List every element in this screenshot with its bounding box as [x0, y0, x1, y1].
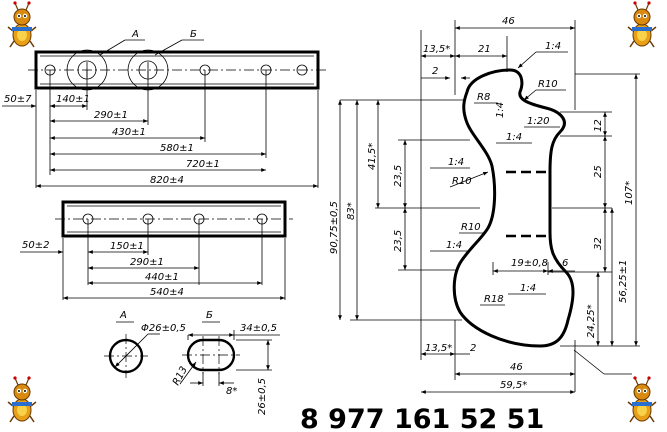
fishplate-long-view: А Б 50±7 140±1 290±1 430±1 580±1 720±1 8… — [2, 29, 326, 188]
detail-views: А Φ26±0,5 Б 34±0,5 8* R13 26±0,5 — [104, 310, 280, 415]
dim-720: 720±1 — [186, 159, 220, 170]
slot-length: 34±0,5 — [240, 323, 277, 334]
ant-mascot-icon — [627, 0, 657, 48]
radius-r10-low: R10 — [461, 222, 481, 233]
profile-21: 21 — [478, 44, 491, 55]
radius-r8: R8 — [477, 92, 490, 103]
dim-19: 19±0,8 — [511, 258, 548, 269]
radius-r10-top: R10 — [538, 79, 558, 90]
fishplate-short-view: 50±2 150±1 290±1 440±1 540±4 — [20, 200, 293, 300]
dim-6: 6 — [562, 258, 568, 269]
phone-number: 8 977 161 52 51 — [300, 404, 544, 432]
profile-2-top: 2 — [432, 66, 438, 77]
radius-r18: R18 — [484, 294, 504, 305]
slot-radius: R13 — [171, 365, 190, 388]
ant-mascot-icon — [627, 375, 657, 423]
dim-13-5-bottom: 13,5* — [425, 343, 452, 354]
dim-107: 107* — [624, 181, 635, 205]
dim-290: 290±1 — [94, 110, 128, 121]
dim-32: 32 — [593, 237, 604, 250]
slope-1-4-e: 1:4 — [520, 283, 536, 294]
slot-inner: 8* — [226, 386, 237, 397]
dim-50-7: 50±7 — [4, 94, 32, 105]
dim-83: 83* — [346, 202, 357, 220]
dim-90-75: 90,75±0,5 — [329, 201, 340, 254]
dim-580: 580±1 — [160, 143, 194, 154]
profile-13-5-top: 13,5* — [423, 44, 450, 55]
slope-1-4-c: 1:4 — [448, 157, 464, 168]
dim-140: 140±1 — [56, 94, 90, 105]
dim-23-5-top: 23,5 — [393, 165, 404, 187]
dim-50-2: 50±2 — [22, 240, 49, 251]
dim-540: 540±4 — [150, 287, 184, 298]
dim-820: 820±4 — [150, 175, 184, 186]
dim-12: 12 — [593, 119, 604, 132]
label-a: А — [131, 29, 139, 40]
radius-r10-mid: R10 — [452, 176, 472, 187]
slope-1-4-d: 1:4 — [446, 240, 462, 251]
dim-2-bottom: 2 — [470, 343, 476, 354]
dim-440: 440±1 — [145, 272, 179, 283]
dim-23-5-bottom: 23,5 — [393, 230, 404, 252]
dim-24-25: 24,25* — [586, 304, 597, 338]
slope-1-4-b: 1:4 — [506, 132, 522, 143]
slope-1-20: 1:20 — [527, 116, 549, 127]
detail-a-label: А — [119, 310, 127, 321]
slope-1-4-a: 1:4 — [495, 102, 506, 118]
dim-25: 25 — [593, 165, 604, 178]
ant-mascot-icon — [7, 0, 37, 48]
dim-59-5: 59,5* — [500, 380, 527, 391]
dim-46-bottom: 46 — [510, 362, 523, 373]
dim-41-5: 41,5* — [367, 143, 378, 170]
hole-diameter: Φ26±0,5 — [141, 323, 186, 334]
dim-150: 150±1 — [110, 241, 144, 252]
label-b: Б — [190, 29, 197, 40]
slot-height: 26±0,5 — [257, 378, 268, 415]
ant-mascot-icon — [7, 375, 37, 423]
dim-290b: 290±1 — [130, 257, 164, 268]
dim-430: 430±1 — [112, 127, 146, 138]
dim-56-25: 56,25±1 — [618, 260, 629, 303]
profile-top-46: 46 — [502, 16, 515, 27]
detail-b-label: Б — [206, 310, 213, 321]
fishplate-cross-section: 46 13,5* 21 2 1:4 R10 R8 R10 R10 R18 1:4… — [329, 16, 640, 394]
slope-top: 1:4 — [545, 41, 561, 52]
